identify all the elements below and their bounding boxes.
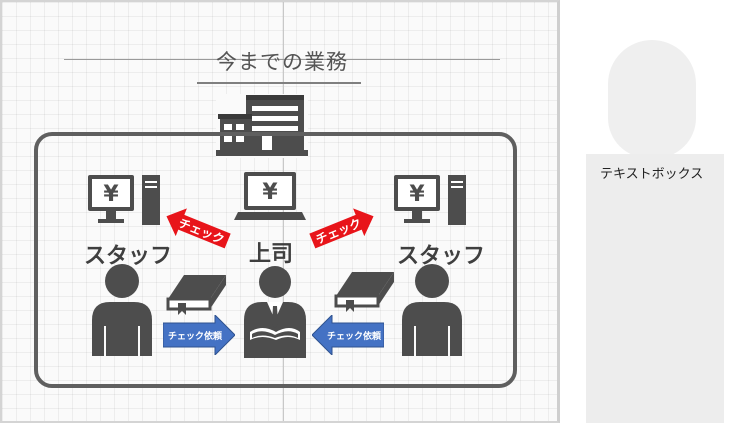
document-book-icon-right[interactable]: [332, 272, 394, 312]
shape-preview-placeholder[interactable]: [608, 40, 696, 158]
computer-icon-right[interactable]: ¥: [394, 175, 468, 231]
check-left-label: チェック: [176, 216, 226, 247]
staff-label-left[interactable]: スタッフ: [84, 244, 173, 269]
check-request-arrow-left[interactable]: チェック依頼: [163, 315, 235, 355]
request-right-label: チェック依頼: [327, 330, 382, 342]
staff-person-icon-right[interactable]: [400, 264, 464, 356]
check-right-label: チェック: [314, 216, 364, 247]
slide-title[interactable]: 今までの業務: [216, 50, 348, 74]
svg-text:¥: ¥: [409, 182, 425, 207]
boss-label[interactable]: 上司: [249, 242, 294, 267]
vertical-guide-line: [283, 2, 284, 421]
svg-text:¥: ¥: [103, 182, 119, 207]
computer-icon-left[interactable]: ¥: [88, 175, 162, 231]
workflow-frame[interactable]: [34, 132, 517, 388]
check-arrow-left[interactable]: チェック: [162, 206, 234, 252]
staff-label-right[interactable]: スタッフ: [397, 244, 486, 269]
textbox-caption[interactable]: テキストボックス: [600, 167, 704, 182]
document-book-icon-left[interactable]: [164, 275, 226, 315]
laptop-icon[interactable]: ¥: [234, 172, 306, 224]
request-left-label: チェック依頼: [168, 330, 223, 342]
slide-canvas[interactable]: 今までの業務 ¥ ¥: [0, 0, 560, 423]
title-underline: [197, 82, 361, 84]
svg-text:¥: ¥: [262, 180, 278, 205]
check-arrow-right[interactable]: チェック: [306, 206, 378, 252]
side-panel[interactable]: [586, 154, 724, 423]
boss-person-icon[interactable]: [242, 266, 308, 358]
check-request-arrow-right[interactable]: チェック依頼: [312, 315, 384, 355]
office-building-icon[interactable]: [216, 94, 308, 158]
title-guide-line: [64, 59, 500, 60]
staff-person-icon-left[interactable]: [90, 264, 154, 356]
